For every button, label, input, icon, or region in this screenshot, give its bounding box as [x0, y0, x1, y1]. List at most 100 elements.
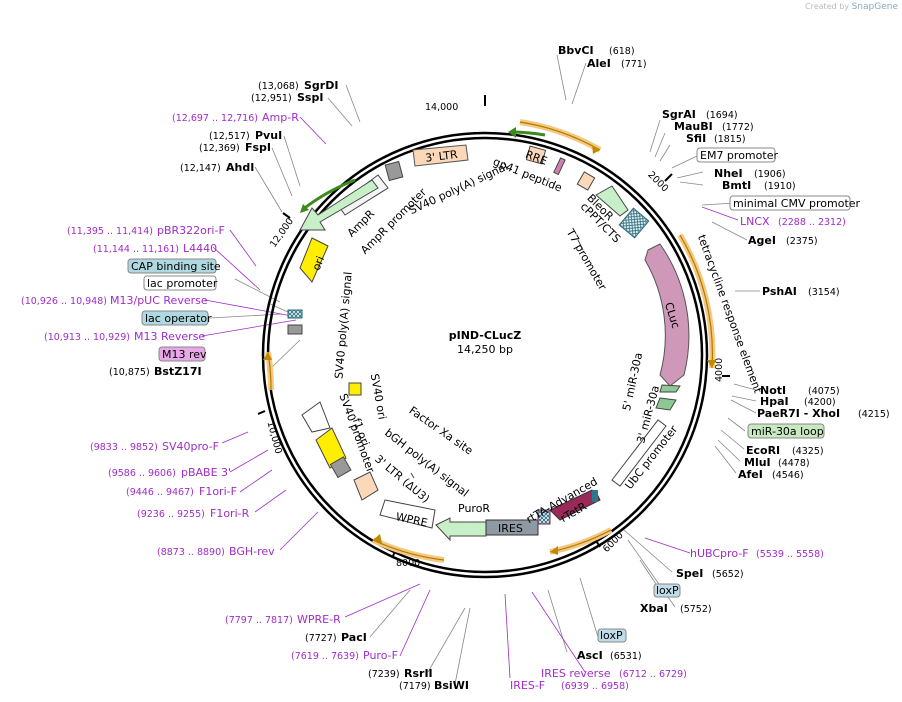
primer-pos: (10,926 .. 10,948) [21, 296, 107, 307]
primer-pos: (9236 .. 9255) [137, 509, 205, 520]
boxed-label: M13 rev [162, 348, 207, 361]
feature-tre[interactable] [618, 207, 650, 239]
site-pos: (2375) [786, 236, 818, 247]
site-name: AhdI [226, 161, 254, 174]
feature-sv40pa-left[interactable] [287, 324, 303, 335]
feature-3mir30a[interactable] [655, 397, 677, 411]
feature-bleor[interactable] [595, 185, 629, 217]
feature-cluc[interactable] [644, 243, 690, 387]
boxed-label: CAP binding site [131, 260, 221, 273]
primer-pos: (5539 .. 5558) [756, 549, 824, 560]
boxed-label: EM7 promoter [700, 149, 778, 162]
snapgene-logo: SnapGene [851, 2, 898, 12]
feature-sv40-ori[interactable] [348, 382, 362, 396]
primer-pos: (6939 .. 6958) [561, 681, 629, 692]
primer-pos: (11,395 .. 11,414) [67, 226, 153, 237]
site-name: AscI [577, 649, 603, 662]
primer-pos: (2288 .. 2312) [778, 217, 846, 228]
feature-rre[interactable] [525, 145, 547, 165]
site-pos: (4200) [804, 397, 836, 408]
site-pos: (1906) [754, 169, 786, 180]
primer-name: BGH-rev [229, 545, 275, 558]
feature-wpre[interactable] [379, 499, 436, 529]
primer-name: WPRE-R [297, 613, 341, 626]
feature-ori[interactable] [299, 237, 329, 283]
feature-label: PuroR [458, 502, 490, 515]
primer-name: F1ori-F [199, 485, 237, 498]
site-pos: (13,068) [258, 81, 299, 92]
feature-cppt[interactable] [576, 171, 596, 191]
primer-name: IRES-F [510, 679, 545, 692]
feature-gp41[interactable] [553, 157, 566, 176]
site-pos: (7727) [305, 633, 337, 644]
plasmid-size: 14,250 bp [457, 343, 513, 356]
feature-label: SV40 poly(A) signal [332, 271, 354, 379]
feature-ubc-promoter[interactable] [611, 419, 667, 487]
feature-t7-promoter[interactable] [577, 239, 584, 251]
feature-ires[interactable] [485, 519, 539, 536]
green-arrowhead [508, 127, 516, 138]
primer-name: SV40pro-F [162, 440, 219, 453]
feature-5mir30a[interactable] [659, 384, 681, 393]
feature-sv40-promoter[interactable] [301, 401, 331, 433]
site-pos: (6531) [610, 651, 642, 662]
feature-sv40pa-top[interactable] [384, 160, 404, 182]
feature-3ltr-top[interactable] [412, 144, 469, 167]
site-pos: (1772) [722, 122, 754, 133]
primer-name: pBABE 3' [181, 466, 231, 479]
feature-ampr[interactable] [299, 179, 379, 231]
boxed-label: loxP [656, 584, 679, 597]
snapgene-credit: Created by SnapGene [805, 2, 898, 12]
primer-name: F1ori-R [210, 507, 250, 520]
site-name: NheI [714, 167, 743, 180]
site-pos: (4478) [778, 458, 810, 469]
primer-name: IRES reverse [541, 667, 611, 680]
site-pos: (7179) [399, 681, 431, 692]
site-pos: (1694) [706, 110, 738, 121]
primer-pos: (6712 .. 6729) [619, 669, 687, 680]
feature-factor-xa[interactable] [410, 472, 415, 479]
site-name: PacI [341, 631, 367, 644]
feature-tetr-hatch[interactable] [537, 509, 551, 525]
site-pos: (5752) [680, 604, 712, 615]
feature-lac-elements[interactable] [287, 309, 303, 319]
feature-rtta-end[interactable] [592, 490, 598, 502]
boxed-label: loxP [600, 629, 623, 642]
feature-f1-ori[interactable] [315, 427, 347, 469]
primer-name: Puro-F [363, 649, 398, 662]
site-pos: (4546) [772, 470, 804, 481]
site-pos: (4075) [808, 386, 840, 397]
boxed-label: minimal CMV promoter [733, 197, 861, 210]
feature-label: 5' miR-30a [620, 351, 645, 412]
primer-pos: (9833 .. 9852) [90, 442, 158, 453]
site-pos: (7239) [368, 669, 400, 680]
site-name: SspI [297, 91, 323, 104]
site-pos: (5652) [712, 569, 744, 580]
site-name: PvuI [255, 129, 282, 142]
primer-name: LNCX [740, 215, 770, 228]
feature-3ltr-du3[interactable] [353, 471, 379, 501]
primer-pos: (9446 .. 9467) [126, 487, 194, 498]
site-pos: (1815) [714, 134, 746, 145]
primer-pos: (11,144 .. 11,161) [93, 244, 179, 255]
tick-label: 14,000 [425, 102, 458, 113]
site-name: AfeI [738, 468, 763, 481]
feature-label: ori [310, 254, 327, 272]
site-pos: (12,517) [209, 131, 250, 142]
feature-bgh-pa[interactable] [329, 456, 352, 479]
feature-puror[interactable] [435, 517, 487, 542]
site-pos: (4325) [792, 446, 824, 457]
feature-label: 3' LTR [425, 148, 459, 165]
green-arrowhead [300, 204, 309, 213]
tick-label: 4000 [714, 358, 725, 382]
feature-label: T7 promoter [563, 226, 609, 293]
site-pos: (4215) [858, 409, 890, 420]
site-name: EcoRI [746, 444, 780, 457]
site-pos: (3154) [808, 287, 840, 298]
credit-prefix: Created by [805, 2, 850, 11]
primers: (12,697 .. 12,716) Amp-R LNCX (2288 .. 2… [21, 111, 846, 692]
boxed-label: miR-30a loop [751, 425, 824, 438]
site-name: SgrAI [662, 108, 696, 121]
site-name: BmtI [722, 179, 751, 192]
